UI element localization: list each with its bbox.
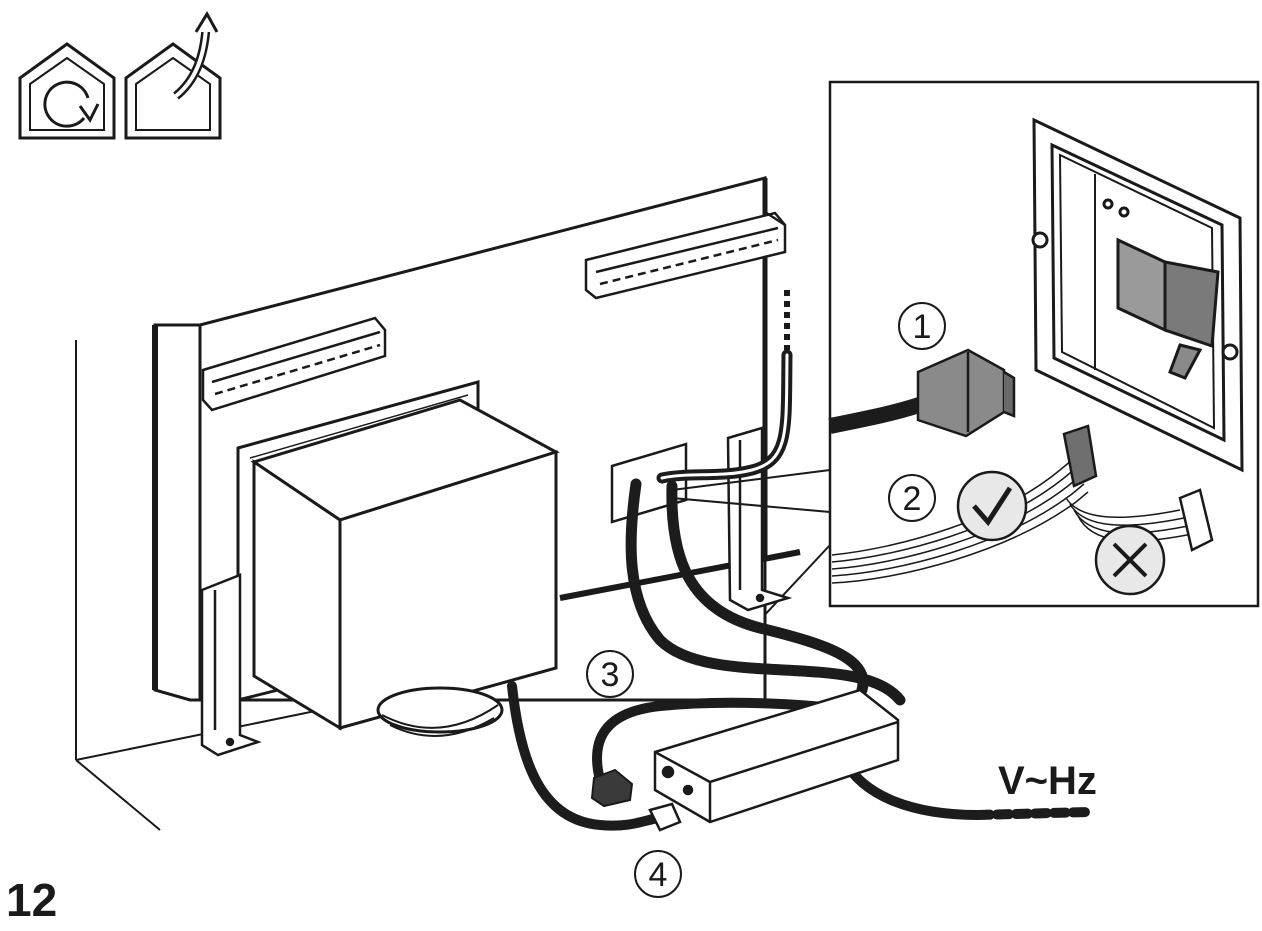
bracket-left [200, 573, 262, 757]
callout-3-label: 3 [601, 656, 620, 694]
mounting-rail-left [201, 316, 387, 412]
callout-1-label: 1 [913, 308, 932, 346]
supply-voltage-label: V~Hz [998, 759, 1097, 803]
house-recirculation-icon [18, 42, 116, 140]
callout-leader [671, 469, 831, 513]
cross-icon [1094, 524, 1166, 596]
ribbon-cable-correct [831, 424, 1098, 584]
callout-3: 3 [586, 650, 634, 698]
led-driver-box [653, 688, 900, 824]
step-number: 12 [6, 874, 57, 926]
callout-2: 2 [888, 474, 936, 522]
connector-1-plug [828, 348, 1016, 438]
detail-inset [828, 80, 1260, 608]
callout-4-label: 4 [649, 856, 668, 894]
wall-socket-plate [1031, 117, 1244, 473]
callout-1: 1 [898, 302, 946, 350]
house-extraction-icon [124, 11, 222, 140]
motor-unit [236, 380, 560, 737]
mounting-rail-right [584, 210, 787, 300]
checkmark-icon [956, 470, 1028, 542]
callout-4: 4 [634, 850, 682, 898]
connector-3-plug [590, 768, 634, 808]
callout-2-label: 2 [903, 480, 922, 518]
connector-4-plug [648, 802, 682, 832]
